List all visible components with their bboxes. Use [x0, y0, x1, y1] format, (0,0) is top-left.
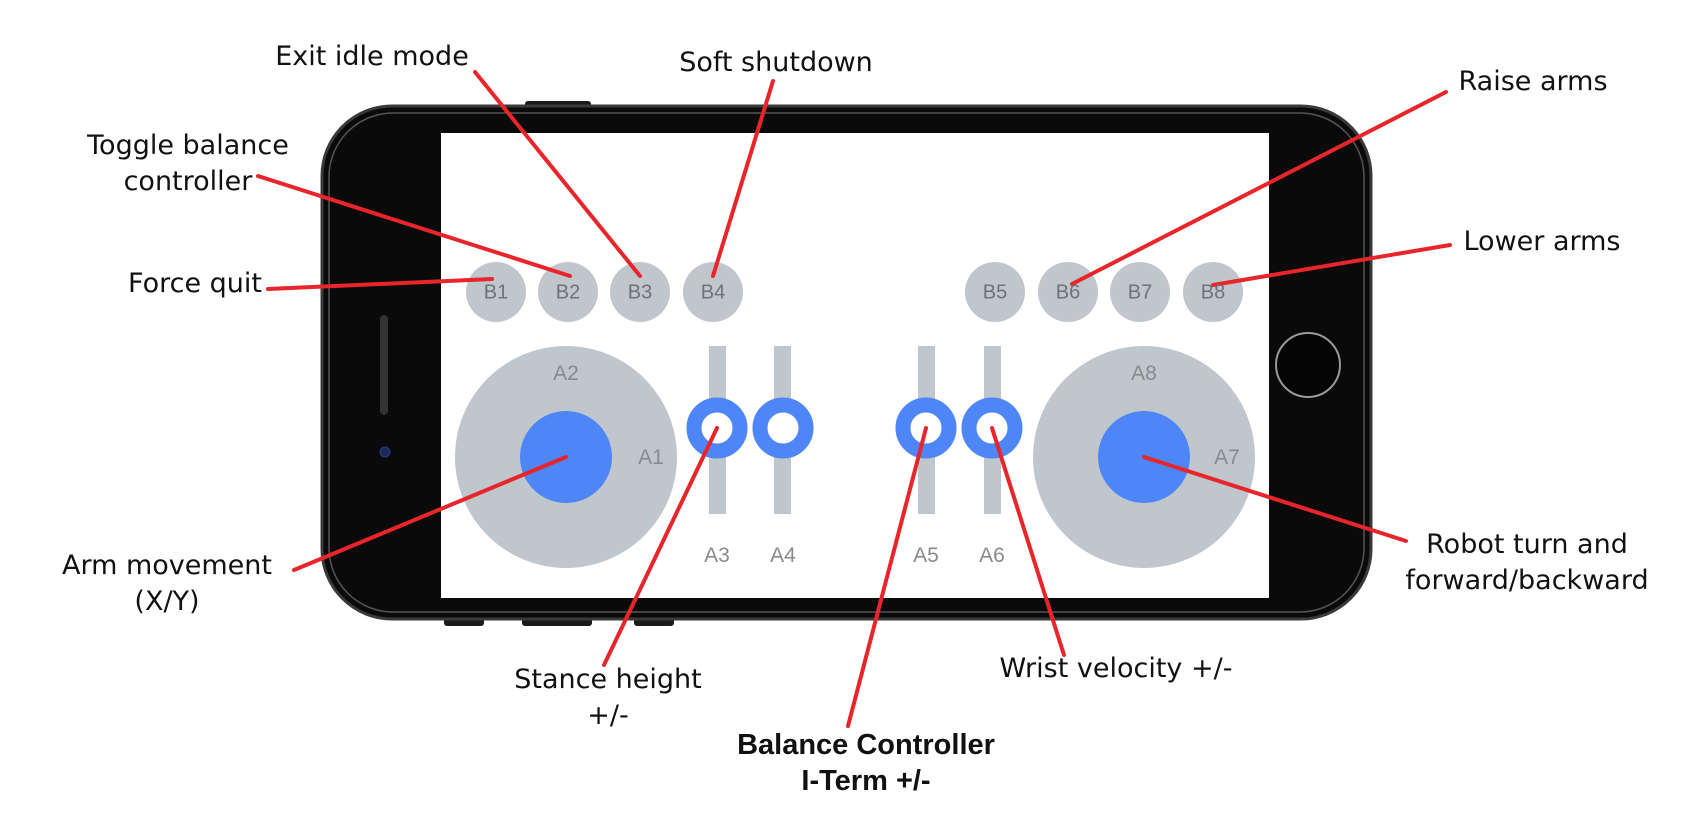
annotation-raise-arms: Raise arms — [1458, 66, 1608, 97]
axis-a3-label: A3 — [704, 544, 730, 567]
leader-raise-arms — [1070, 90, 1448, 286]
button-b8-label: B8 — [1200, 281, 1226, 304]
annotation-robot-turn: Robot turn and forward/backward — [1405, 527, 1648, 599]
button-b4[interactable] — [683, 262, 743, 322]
front-camera — [379, 446, 391, 458]
leader-wrist-velocity — [990, 426, 1066, 657]
leader-exit-idle-mode — [473, 70, 642, 278]
axis-a5-label: A5 — [913, 544, 939, 567]
leader-robot-turn — [1142, 455, 1408, 543]
button-b8[interactable] — [1183, 262, 1243, 322]
leader-lower-arms — [1211, 243, 1452, 287]
button-b3-label: B3 — [627, 281, 653, 304]
home-button[interactable] — [1275, 332, 1341, 398]
button-b5[interactable] — [965, 262, 1025, 322]
leader-toggle-balance — [256, 174, 572, 278]
speaker-slot — [380, 315, 388, 415]
axis-a8-label: A8 — [1131, 362, 1157, 385]
axis-a4-label: A4 — [770, 544, 796, 567]
annotation-exit-idle-mode: Exit idle mode — [275, 41, 469, 72]
button-b3[interactable] — [610, 262, 670, 322]
leader-arm-movement — [292, 455, 568, 572]
annotation-balance-controller: Balance Controller I-Term +/- — [737, 727, 995, 799]
leader-stance-height — [602, 426, 719, 667]
annotation-soft-shutdown: Soft shutdown — [679, 47, 873, 78]
button-b1-label: B1 — [483, 281, 509, 304]
annotation-stance-height-line2: +/- — [587, 700, 629, 731]
axis-a6-label: A6 — [979, 544, 1005, 567]
button-b1[interactable] — [466, 262, 526, 322]
annotation-arm-movement: Arm movement (X/Y) — [62, 548, 272, 620]
button-b2[interactable] — [538, 262, 598, 322]
annotation-toggle-balance: Toggle balance controller — [87, 128, 289, 200]
button-b2-label: B2 — [555, 281, 581, 304]
button-b6-label: B6 — [1055, 281, 1081, 304]
button-b5-label: B5 — [982, 281, 1008, 304]
button-b7[interactable] — [1110, 262, 1170, 322]
annotation-arm-movement-line2: (X/Y) — [134, 586, 200, 617]
annotation-stance-height: Stance height +/- — [514, 662, 701, 734]
leader-balance-controller — [846, 426, 928, 728]
button-b4-label: B4 — [700, 281, 726, 304]
annotation-toggle-balance-line1: Toggle balance — [87, 130, 289, 161]
annotation-stance-height-line1: Stance height — [514, 664, 702, 695]
slider-a4-knob[interactable] — [752, 397, 814, 459]
annotation-toggle-balance-line2: controller — [123, 166, 253, 197]
annotation-balance-controller-line2: I-Term +/- — [801, 765, 931, 797]
button-b7-label: B7 — [1127, 281, 1153, 304]
annotation-wrist-velocity: Wrist velocity +/- — [999, 653, 1233, 684]
leader-soft-shutdown — [711, 79, 775, 278]
annotation-lower-arms: Lower arms — [1463, 226, 1621, 257]
annotation-robot-turn-line1: Robot turn and — [1426, 529, 1628, 560]
annotation-arm-movement-line1: Arm movement — [61, 550, 273, 581]
axis-a1-label: A1 — [638, 446, 664, 469]
leader-force-quit — [266, 277, 494, 291]
annotation-robot-turn-line2: forward/backward — [1405, 565, 1649, 596]
axis-a2-label: A2 — [553, 362, 579, 385]
annotation-force-quit: Force quit — [128, 268, 262, 299]
axis-a7-label: A7 — [1214, 446, 1240, 469]
annotation-balance-controller-line1: Balance Controller — [737, 729, 995, 761]
phone-body-rim — [328, 112, 1365, 613]
